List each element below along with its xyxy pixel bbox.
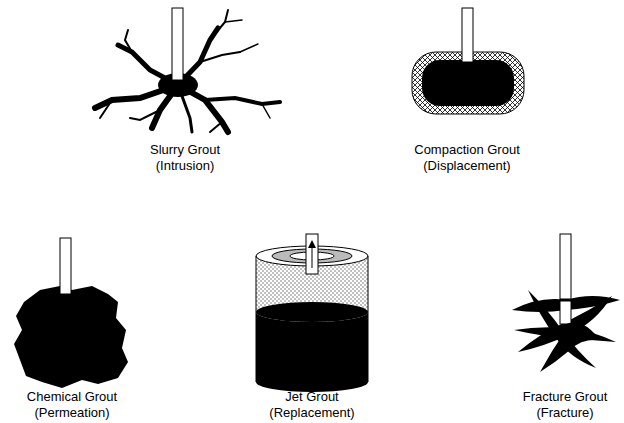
method-type: (Permeation) xyxy=(34,405,109,420)
method-type: (Fracture) xyxy=(536,405,593,420)
method-name: Chemical Grout xyxy=(27,389,117,404)
jet-grout-figure xyxy=(256,234,368,392)
chemical-grout-figure xyxy=(14,238,128,388)
method-type: (Replacement) xyxy=(269,405,354,420)
compaction-grout-figure xyxy=(412,8,524,114)
slurry-grout-figure xyxy=(95,8,280,132)
method-name: Slurry Grout xyxy=(150,142,220,157)
method-name: Compaction Grout xyxy=(414,142,520,157)
fracture-grout-figure xyxy=(512,234,620,372)
method-name: Jet Grout xyxy=(285,389,338,404)
method-type: (Intrusion) xyxy=(156,158,215,173)
method-type: (Displacement) xyxy=(423,158,510,173)
method-name: Fracture Grout xyxy=(523,389,608,404)
